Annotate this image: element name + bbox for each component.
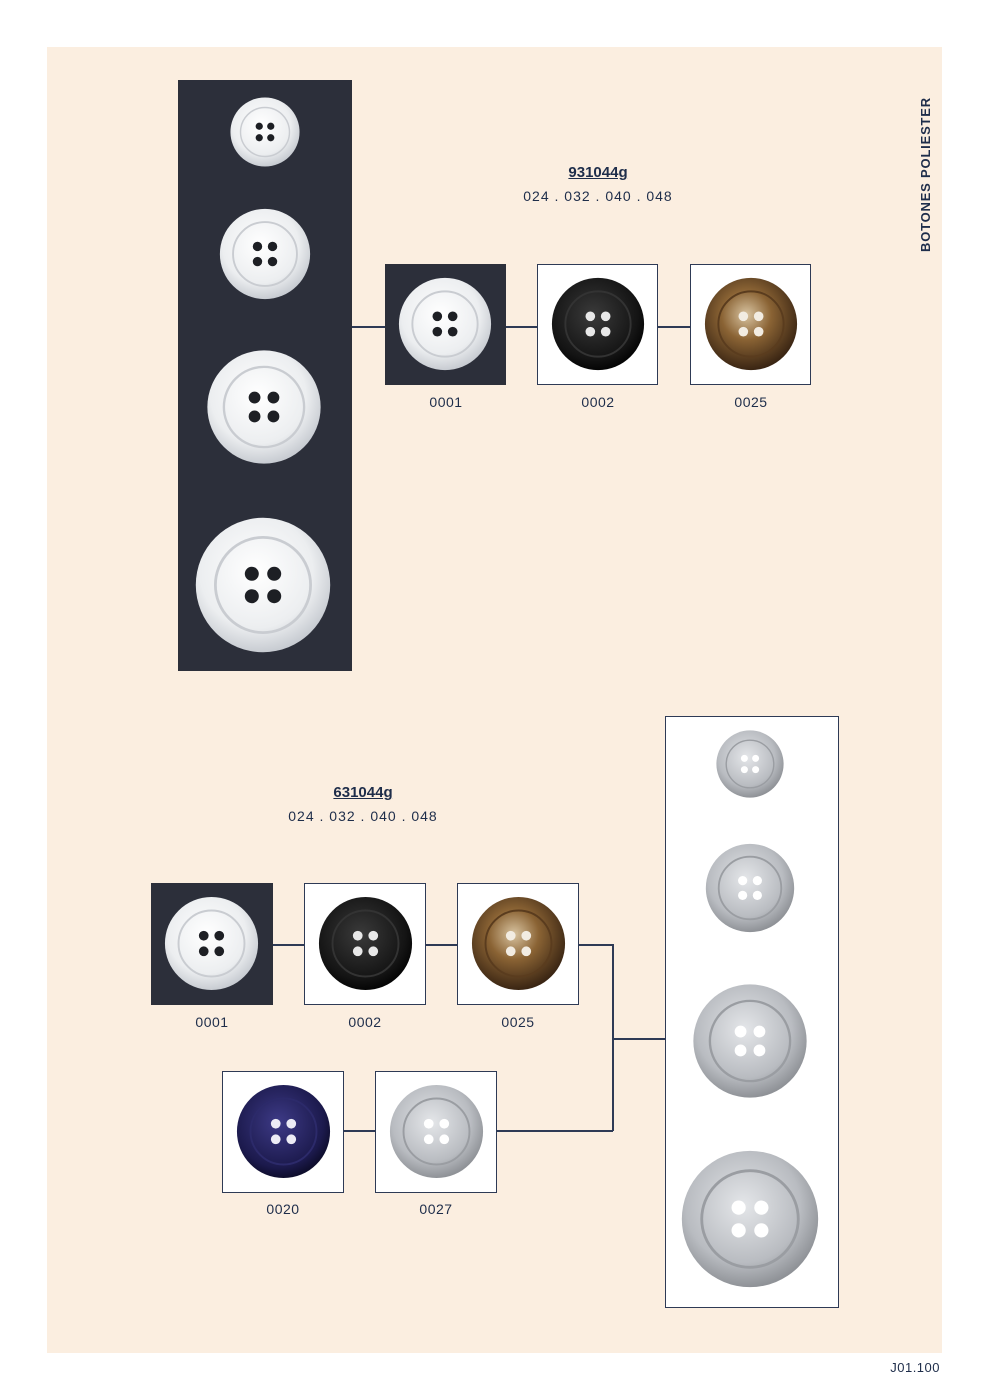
- connector: [496, 1130, 613, 1132]
- swatch-0025: [457, 883, 579, 1005]
- navy-button-icon: [236, 1084, 331, 1179]
- white-button-icon: [164, 896, 259, 991]
- model-code-bottom: 631044g: [333, 784, 393, 801]
- brown-button-icon: [471, 896, 566, 991]
- swatch-0020: [222, 1071, 344, 1193]
- button-size-024-icon: [229, 96, 301, 168]
- swatch-0002: [304, 883, 426, 1005]
- white-button-icon: [398, 277, 492, 371]
- button-size-040-icon: [205, 348, 323, 466]
- connector: [272, 944, 304, 946]
- grey-button-icon: [389, 1084, 484, 1179]
- connector: [343, 1130, 375, 1132]
- model-code-top: 931044g: [568, 164, 628, 181]
- connector: [612, 1038, 665, 1040]
- connector: [425, 944, 457, 946]
- size-list-top: 024 . 032 . 040 . 048: [523, 188, 673, 204]
- swatch-0001: [385, 264, 506, 385]
- button-size-032-icon: [704, 842, 796, 934]
- code-label: 0020: [266, 1201, 300, 1217]
- code-label: 0025: [501, 1014, 535, 1030]
- connector: [612, 944, 614, 1131]
- black-button-icon: [318, 896, 413, 991]
- brown-button-icon: [704, 277, 798, 371]
- connector: [505, 326, 537, 328]
- code-label: 0001: [429, 394, 463, 410]
- code-label: 0001: [195, 1014, 229, 1030]
- size-list-bottom: 024 . 032 . 040 . 048: [288, 808, 438, 824]
- swatch-0001: [151, 883, 273, 1005]
- code-label: 0025: [734, 394, 768, 410]
- swatch-0027: [375, 1071, 497, 1193]
- connector: [658, 326, 690, 328]
- button-size-040-icon: [691, 982, 809, 1100]
- code-label: 0002: [348, 1014, 382, 1030]
- side-title: BOTONES POLIESTER: [918, 97, 933, 252]
- swatch-0025: [690, 264, 811, 385]
- code-label: 0002: [581, 394, 615, 410]
- button-size-032-icon: [218, 207, 312, 301]
- button-size-048-icon: [679, 1148, 821, 1290]
- connector: [352, 326, 385, 328]
- button-size-048-icon: [193, 515, 333, 655]
- connector: [578, 944, 613, 946]
- black-button-icon: [551, 277, 645, 371]
- page-reference: J01.100: [890, 1360, 940, 1375]
- swatch-0002: [537, 264, 658, 385]
- button-size-024-icon: [715, 729, 785, 799]
- code-label: 0027: [419, 1201, 453, 1217]
